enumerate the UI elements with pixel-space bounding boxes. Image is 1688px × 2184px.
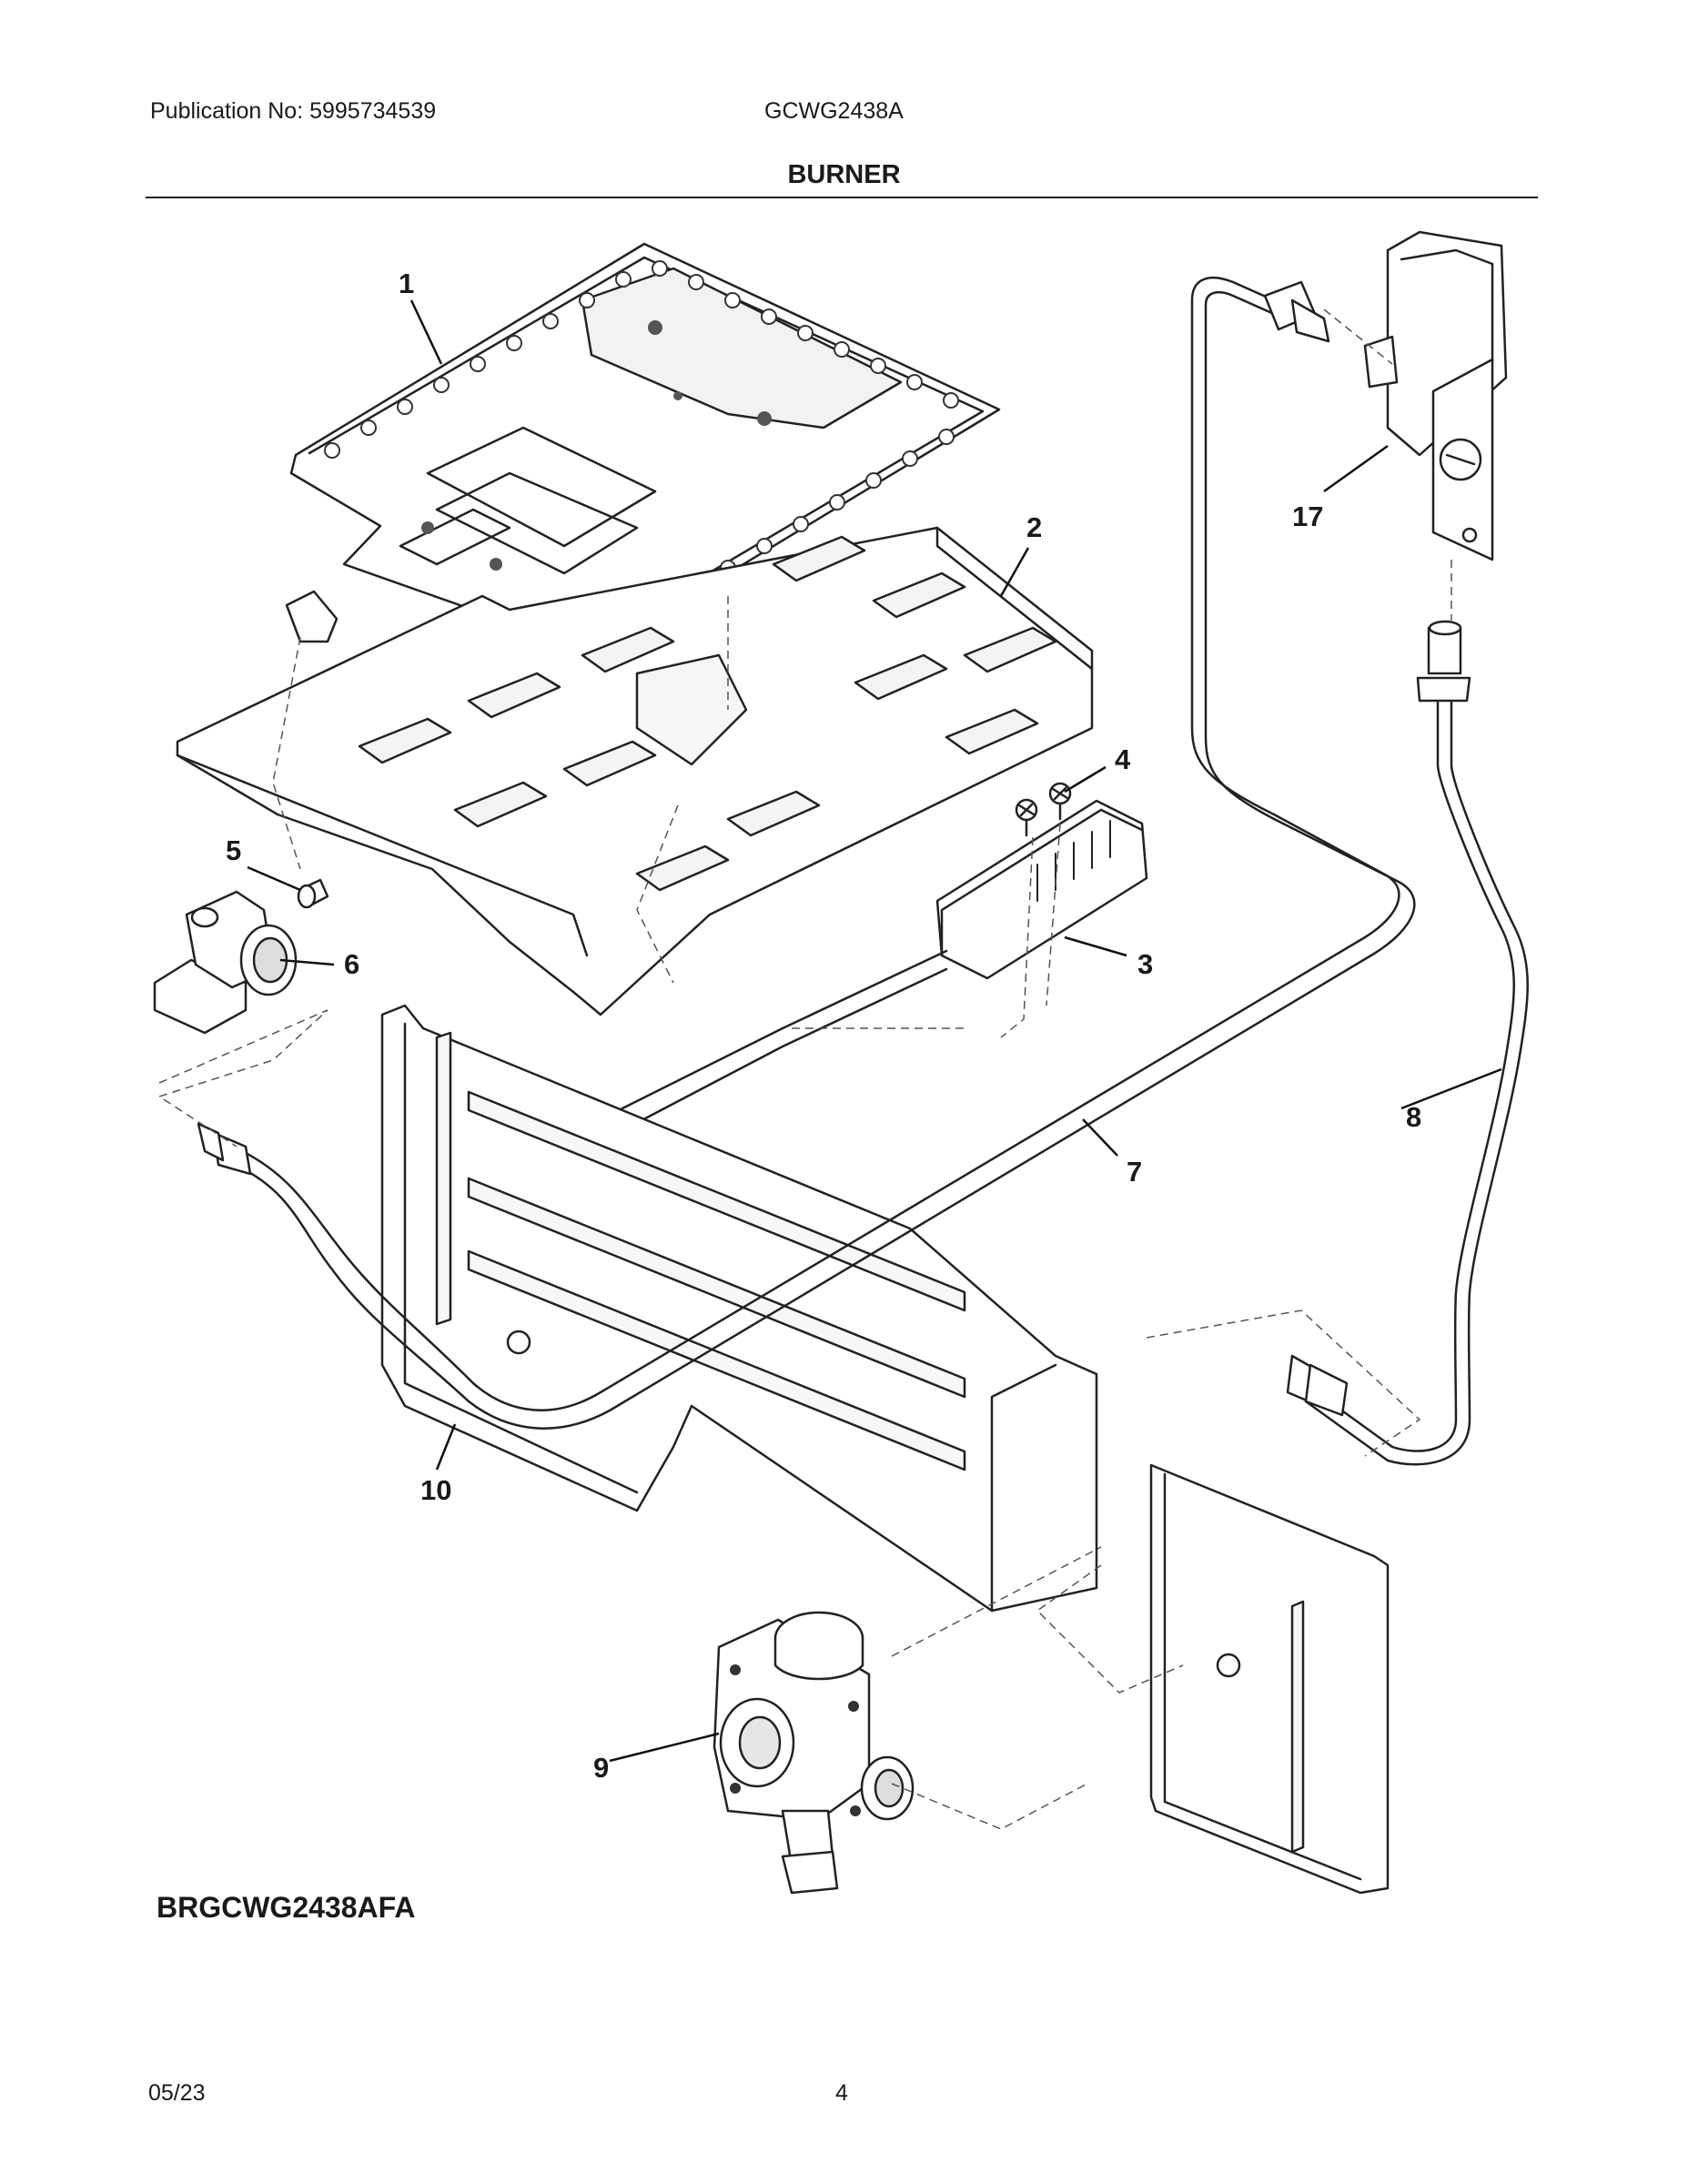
page-number: 4 — [835, 2080, 848, 2106]
callout-10: 10 — [420, 1474, 451, 1506]
callout-7: 7 — [1127, 1156, 1142, 1188]
section-title: BURNER — [787, 160, 901, 189]
regulator-bracket-part — [1149, 1463, 1390, 1895]
publication-number: Publication No: 5995734539 — [150, 98, 437, 124]
callout-17: 17 — [1292, 500, 1323, 532]
orifice-part — [297, 878, 329, 909]
diagram-code: BRGCWG2438AFA — [157, 1891, 416, 1924]
screw-part — [1015, 782, 1072, 837]
callout-4: 4 — [1115, 743, 1131, 775]
gas-tube-8-part — [1286, 620, 1529, 1466]
callout-1: 1 — [399, 268, 414, 299]
footer-date: 05/23 — [148, 2080, 206, 2106]
callout-3: 3 — [1137, 948, 1153, 980]
burner-plate-part — [285, 242, 1001, 655]
callout-6: 6 — [344, 948, 359, 980]
model-number: GCWG2438A — [764, 98, 904, 124]
callout-9: 9 — [593, 1752, 609, 1784]
gas-tube-7-part — [197, 276, 1416, 1430]
thermostat-valve-part — [1363, 230, 1508, 561]
orifice-holder-part — [153, 890, 298, 1035]
callout-8: 8 — [1406, 1101, 1421, 1133]
callout-5: 5 — [226, 834, 241, 866]
callout-2: 2 — [1026, 511, 1042, 543]
burner-bracket-part — [380, 1004, 1098, 1613]
header-rule — [146, 197, 1538, 198]
burner-baffle-part — [176, 526, 1094, 1016]
pressure-regulator-part — [713, 1611, 915, 1895]
